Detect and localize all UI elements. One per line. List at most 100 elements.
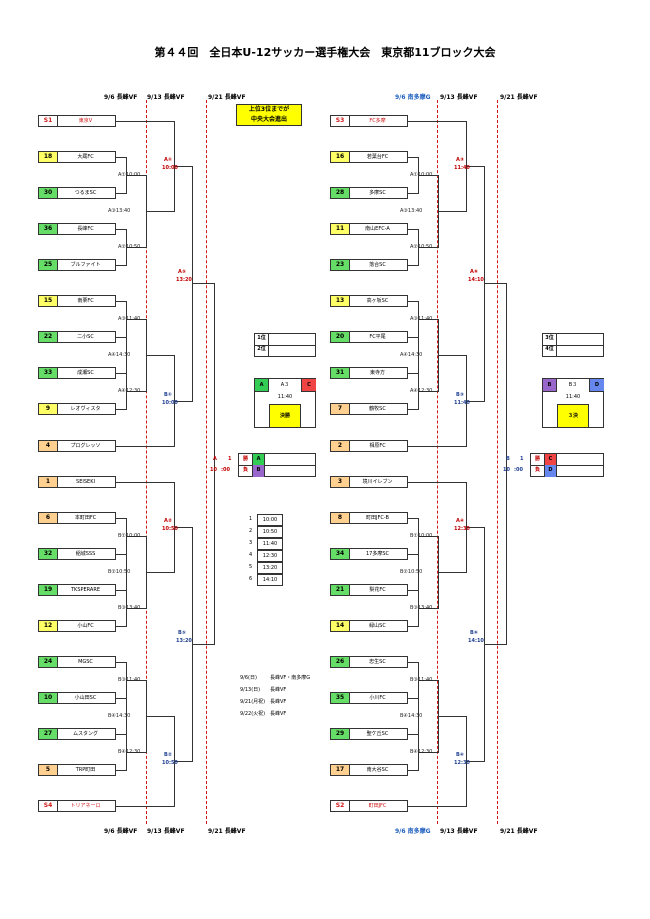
bracket-line xyxy=(408,770,418,771)
team-seed: 1 xyxy=(39,477,58,487)
team-seed: S4 xyxy=(39,801,58,811)
team-name: MGSC xyxy=(78,659,93,665)
bracket-line xyxy=(408,806,438,807)
bracket-line xyxy=(408,446,438,447)
team-seed: S1 xyxy=(39,116,58,126)
footer-r2-left: 9/13 長峰VF xyxy=(147,828,185,835)
time-slot-number: 1 xyxy=(249,516,253,522)
team-seed: 23 xyxy=(331,260,350,270)
team-seed: S3 xyxy=(331,116,350,126)
round2-code: B① xyxy=(164,391,173,398)
rank-box-right: 3位 4位 xyxy=(542,333,604,357)
round2-code: B⑤ xyxy=(178,630,187,636)
team-seed: 7 xyxy=(331,404,350,414)
bracket-line xyxy=(126,680,146,681)
time-slot: 12:30 xyxy=(257,550,283,562)
bracket-line xyxy=(418,698,419,735)
bracket-line xyxy=(408,554,418,555)
team-seed: 3 xyxy=(331,477,350,487)
team-name: 小山田SC xyxy=(74,695,97,701)
final-code: A３ xyxy=(280,382,290,388)
team-name: 忠生SC xyxy=(369,659,386,665)
team-name: 梨花FC xyxy=(369,587,386,593)
bracket-line xyxy=(116,770,126,771)
bracket-line xyxy=(116,373,126,374)
round2-time: 10:50 xyxy=(162,760,178,766)
bracket-line xyxy=(146,482,174,483)
team-name: 緑山SC xyxy=(369,623,386,629)
footer-r1-left: 9/6 長峰VF xyxy=(104,828,138,835)
final-time: 11:40 xyxy=(277,394,293,400)
semi-time: 10 xyxy=(210,467,217,473)
match-label: A③13:40 xyxy=(108,208,131,214)
match-label: B④14:30 xyxy=(108,713,131,719)
semi-box-left: 勝 A 負 B xyxy=(238,453,316,477)
bracket-line xyxy=(116,482,146,483)
team-seed: 36 xyxy=(39,224,58,234)
round2-code: A③ xyxy=(456,157,465,163)
team-name: つるまSC xyxy=(74,190,97,196)
team-name: SEISEKI xyxy=(76,479,95,485)
semi-num: 1 xyxy=(520,456,524,462)
bracket-line xyxy=(126,752,146,753)
team-seed: 28 xyxy=(331,188,350,198)
qualification-notice: 上位3位までが 中央大会進出 xyxy=(236,104,302,126)
bracket-line xyxy=(174,400,192,402)
round2-time: 12:30 xyxy=(454,526,470,532)
match-label: A①10:00 xyxy=(118,172,141,178)
match-label: B①10:00 xyxy=(410,533,433,539)
match-label: B④12:30 xyxy=(410,749,433,755)
round2-code: A④ xyxy=(456,518,465,524)
bracket-line xyxy=(438,716,466,717)
time-slot: 10:50 xyxy=(257,526,283,538)
team-seed: 34 xyxy=(331,549,350,559)
bracket-line xyxy=(116,806,146,807)
bracket-line xyxy=(126,175,146,176)
bracket-line xyxy=(116,734,126,735)
bracket-line xyxy=(126,698,127,735)
rank3-label: 3位 xyxy=(543,334,557,346)
bracket-line xyxy=(484,644,506,645)
bracket-line xyxy=(192,283,214,285)
semi-divider xyxy=(557,465,604,466)
team-name: 町田JFC-B xyxy=(366,515,389,521)
match-label: A②10:50 xyxy=(410,244,433,250)
bracket-line xyxy=(126,608,146,609)
bracket-line xyxy=(408,301,418,302)
round2-code: A① xyxy=(164,157,173,163)
match-label: A④14:30 xyxy=(108,352,131,358)
time-slot: 11:40 xyxy=(257,538,283,550)
match-label: B②10:50 xyxy=(400,569,423,575)
match-label: B①10:00 xyxy=(118,533,141,539)
bracket-line xyxy=(408,626,418,627)
bracket-line xyxy=(438,806,466,807)
team-seed: 17 xyxy=(331,765,350,775)
semi-num: 1 xyxy=(228,456,232,462)
final-box-left: A A３ C 11:40 決勝 xyxy=(254,378,316,428)
round-divider xyxy=(206,100,207,824)
round2-time: 13:20 xyxy=(176,638,192,644)
time-slot-number: 3 xyxy=(249,540,253,546)
header-r3-right: 9/21 長峰VF xyxy=(500,94,538,101)
bracket-line xyxy=(146,211,174,212)
team-seed: 5 xyxy=(39,765,58,775)
team-seed: 25 xyxy=(39,260,58,270)
team-seed: 10 xyxy=(39,693,58,703)
time-slot-number: 4 xyxy=(249,552,253,558)
